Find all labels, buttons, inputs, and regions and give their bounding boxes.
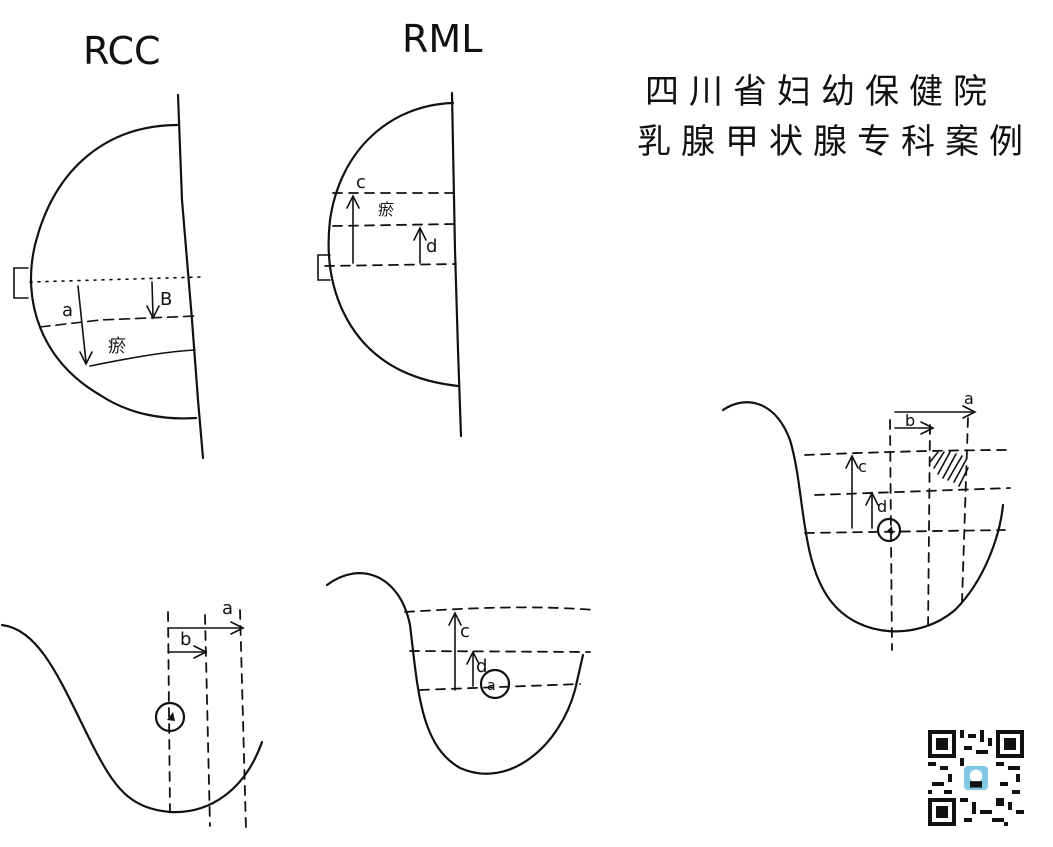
bl-lesion-dot (167, 712, 175, 721)
rml-label: RML (402, 17, 482, 61)
bl-mark-b: b (180, 629, 191, 650)
rml-mark-c: c (356, 172, 366, 193)
r-hatched-lesion (929, 451, 969, 487)
r-hline-1 (804, 449, 1013, 456)
right-diagram: a b c d (721, 389, 1013, 651)
r-lesion-dot (886, 526, 893, 534)
r-mark-b: b (905, 411, 915, 430)
rcc-lesion: 瘀 (108, 336, 126, 357)
bl-vline-2 (204, 614, 211, 827)
r-arrowhead-c (845, 454, 859, 469)
r-arrowhead-d (865, 491, 879, 506)
bm-breast-contour (325, 572, 585, 775)
bm-line-1 (404, 606, 596, 613)
rcc-chest-wall (176, 93, 205, 460)
bm-arrowhead-c (448, 611, 462, 626)
qr-code (928, 730, 1024, 826)
r-vline-1 (889, 419, 893, 651)
rcc-nipple (13, 267, 29, 299)
r-arrowhead-a (962, 405, 977, 419)
bm-line-2 (409, 650, 591, 653)
r-mark-d: d (877, 497, 887, 516)
bl-mark-a: a (222, 598, 233, 619)
bm-mark-c: c (460, 621, 470, 642)
rml-line-2 (332, 223, 456, 227)
bl-vline-1 (167, 611, 171, 813)
rml-chest-wall (450, 91, 463, 438)
bm-lesion-mark: a (487, 678, 496, 694)
bl-lesion-circle (154, 701, 186, 733)
rcc-upper-band (39, 315, 197, 328)
bl-arrowhead-b (193, 645, 208, 659)
caption-line-2: 乳腺甲状腺专科案例 (637, 122, 1033, 162)
r-mark-c: c (858, 457, 867, 476)
rml-line-3 (324, 263, 457, 267)
bm-lesion-circle (479, 668, 511, 700)
rml-diagram: RML c d 瘀 (317, 17, 482, 438)
rcc-lower-band (89, 349, 196, 367)
r-arrowhead-b (920, 421, 935, 435)
r-mark-a: a (964, 389, 974, 408)
rcc-label: RCC (83, 29, 161, 73)
caption-line-1: 四川省妇幼保健院 (645, 72, 997, 112)
r-vline-2 (927, 424, 931, 633)
rcc-arrow-b (151, 281, 154, 317)
r-hline-3 (804, 529, 1006, 534)
bm-line-3 (419, 683, 581, 691)
r-lesion-circle (876, 517, 902, 543)
r-hline-2 (814, 487, 1011, 496)
rml-arrowhead-c (346, 194, 360, 209)
bl-breast-contour (0, 623, 264, 814)
rml-nipple (317, 254, 331, 281)
r-vline-3 (961, 417, 969, 603)
rcc-nipple-line (29, 276, 201, 283)
rcc-arrowhead-b (146, 305, 160, 320)
rml-arrowhead-d (413, 226, 427, 241)
r-breast-contour (721, 401, 1005, 633)
rcc-mark-b: B (160, 289, 172, 310)
bottom-middle-diagram: c d a (325, 572, 596, 775)
rcc-breast-contour (29, 123, 198, 420)
rcc-mark-a: a (62, 300, 73, 321)
rml-mark-d: d (426, 236, 437, 257)
rcc-diagram: RCC a B 瘀 (13, 29, 205, 460)
rml-breast-contour (327, 101, 460, 388)
bl-arrowhead-a (230, 621, 245, 635)
rcc-arrowhead-a (79, 351, 93, 366)
bl-vline-3 (239, 609, 247, 831)
bm-arrowhead-d (466, 650, 480, 665)
bm-mark-d: d (476, 656, 487, 677)
bottom-left-diagram: a b (0, 598, 264, 831)
rml-lesion: 瘀 (378, 200, 394, 219)
rcc-arrow-a (77, 285, 87, 363)
